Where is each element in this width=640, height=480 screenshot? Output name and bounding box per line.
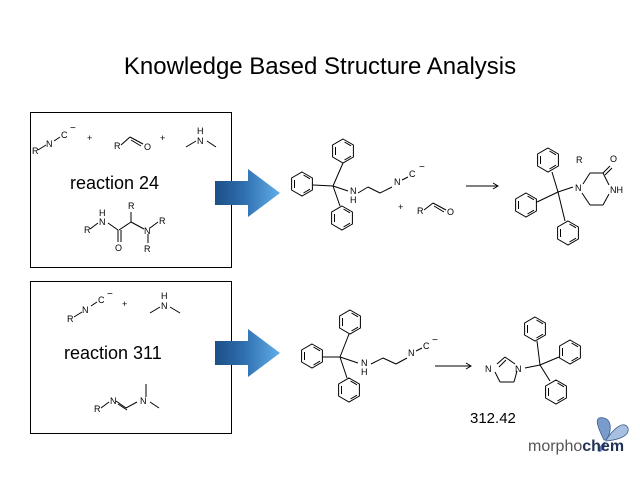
atom-label: C: [409, 169, 416, 179]
plus-sign: +: [398, 202, 403, 212]
plus-sign: +: [160, 133, 165, 143]
page-title: Knowledge Based Structure Analysis: [123, 53, 517, 80]
atom-label: N: [99, 217, 106, 227]
atom-label: −: [70, 123, 76, 134]
atom-label: O: [447, 207, 454, 217]
reaction-311-label: reaction 311: [64, 343, 162, 363]
atom-label: H: [197, 126, 204, 136]
logo-text-chem: chem: [582, 438, 625, 455]
aldehyde-24-mid: [423, 202, 447, 213]
atom-label: R: [32, 146, 39, 156]
reaction-arrow-24: [466, 182, 499, 190]
blue-arrow-24: [215, 169, 280, 217]
blue-arrow-311: [215, 329, 280, 377]
atom-label: C: [98, 295, 105, 305]
atom-label: R: [159, 216, 166, 226]
plus-sign: +: [122, 299, 127, 309]
atom-label: R: [417, 206, 424, 216]
aldehyde-reagent-24: [120, 136, 144, 147]
atom-label: R: [94, 404, 101, 414]
reaction-311-box: [30, 281, 232, 434]
atom-label: O: [115, 243, 122, 253]
amine-reagent-311: [149, 306, 181, 314]
atom-label: N: [515, 364, 522, 374]
atom-label: R: [67, 314, 74, 324]
atom-label: C: [423, 341, 430, 351]
atom-label: −: [432, 335, 438, 346]
reaction-arrow-311: [435, 362, 472, 370]
atom-label: −: [419, 162, 425, 173]
amidine-product-311: [100, 384, 160, 411]
product-molecular-weight: 312.42: [470, 410, 516, 427]
atom-label: R: [144, 244, 151, 254]
atom-label: R: [576, 155, 583, 165]
atom-label: N: [161, 301, 168, 311]
atom-label: N: [485, 364, 492, 374]
atom-label: H: [350, 195, 357, 205]
imidazoline-product-311: [494, 316, 581, 405]
atom-label: H: [161, 291, 168, 301]
atom-label: N: [575, 183, 582, 193]
atom-label: O: [610, 154, 617, 164]
atom-label: N: [144, 226, 151, 236]
atom-label: R: [84, 225, 91, 235]
atom-label: NH: [610, 185, 623, 195]
atom-label: N: [350, 186, 357, 196]
atom-label: H: [361, 367, 368, 377]
plus-sign: +: [87, 133, 92, 143]
butterfly-logo-icon: [596, 417, 629, 452]
morphochem-logo: morphochem: [528, 438, 624, 456]
ugi-product-24: [89, 212, 159, 243]
atom-label: N: [408, 348, 415, 358]
amine-reagent-24: [185, 140, 217, 148]
isocyanide-reagent-311: [73, 301, 98, 318]
atom-label: O: [144, 142, 151, 152]
atom-label: N: [140, 396, 147, 406]
logo-text-morpho: morpho: [528, 438, 583, 455]
atom-label: N: [46, 139, 53, 149]
atom-label: H: [99, 208, 106, 218]
atom-label: N: [82, 305, 89, 315]
atom-label: N: [110, 396, 117, 406]
atom-label: R: [128, 201, 135, 211]
isocyanide-reagent-24: [37, 136, 61, 151]
atom-label: R: [114, 141, 121, 151]
atom-label: N: [197, 136, 204, 146]
trityl-ethylenediamine-isocyanide-311: [301, 309, 423, 403]
atom-label: N: [394, 177, 401, 187]
reaction-24-label: reaction 24: [70, 173, 160, 193]
trityl-ethylenediamine-isocyanide-24: [291, 138, 409, 231]
piperazinone-product-24: [515, 147, 613, 246]
atom-label: −: [107, 289, 113, 300]
atom-label: N: [361, 358, 368, 368]
atom-label: C: [61, 130, 68, 140]
